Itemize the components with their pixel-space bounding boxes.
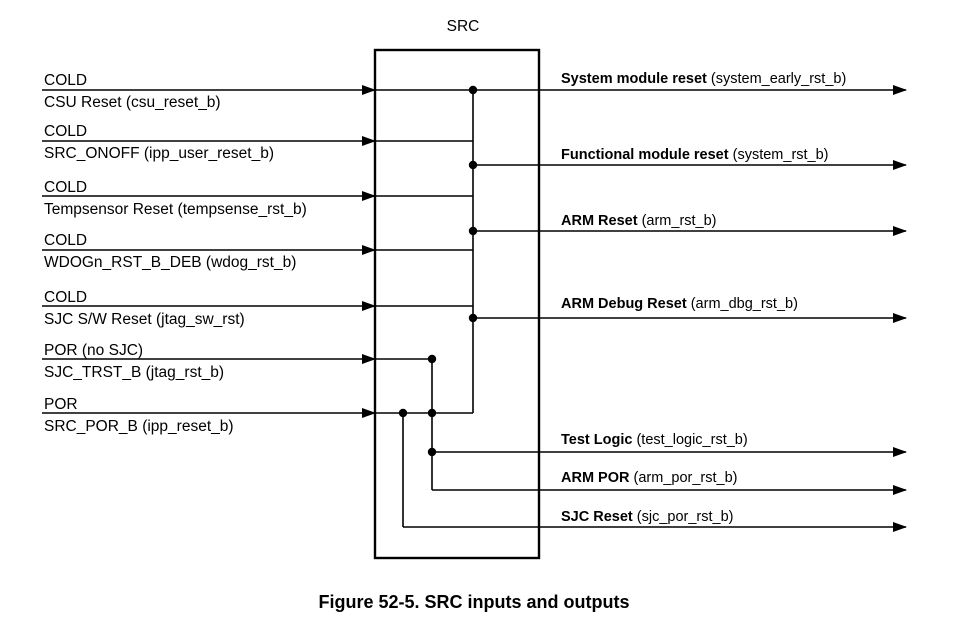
output-6-label: ARM POR bbox=[561, 470, 630, 486]
output-4-label: ARM Debug Reset bbox=[561, 296, 687, 312]
src-block-label: SRC bbox=[447, 18, 480, 35]
output-2-signal: (system_rst_b) bbox=[733, 147, 829, 163]
src-block bbox=[373, 48, 541, 560]
output-arrows bbox=[403, 85, 907, 532]
output-5-label: Test Logic bbox=[561, 432, 632, 448]
output-3-label: ARM Reset bbox=[561, 213, 638, 229]
input-labels: COLD CSU Reset (csu_reset_b) COLD SRC_ON… bbox=[44, 72, 307, 435]
input-1-name: CSU Reset (csu_reset_b) bbox=[44, 94, 221, 111]
output-1-signal: (system_early_rst_b) bbox=[711, 71, 846, 87]
output-4-text: ARM Debug Reset (arm_dbg_rst_b) bbox=[561, 296, 798, 312]
output-5-text: Test Logic (test_logic_rst_b) bbox=[561, 432, 748, 448]
input-5-name: SJC S/W Reset (jtag_sw_rst) bbox=[44, 311, 245, 328]
output-6-text: ARM POR (arm_por_rst_b) bbox=[561, 470, 737, 486]
output-6-signal: (arm_por_rst_b) bbox=[634, 470, 738, 486]
input-2-name: SRC_ONOFF (ipp_user_reset_b) bbox=[44, 145, 274, 162]
input-2-type: COLD bbox=[44, 123, 87, 140]
input-6-type: POR (no SJC) bbox=[44, 342, 143, 359]
output-2-text: Functional module reset (system_rst_b) bbox=[561, 147, 829, 163]
input-7-name: SRC_POR_B (ipp_reset_b) bbox=[44, 418, 234, 435]
input-5-type: COLD bbox=[44, 289, 87, 306]
output-2-label: Functional module reset bbox=[561, 147, 729, 163]
input-4-type: COLD bbox=[44, 232, 87, 249]
output-5-signal: (test_logic_rst_b) bbox=[636, 432, 747, 448]
output-3-signal: (arm_rst_b) bbox=[642, 213, 717, 229]
output-7-label: SJC Reset bbox=[561, 509, 633, 525]
output-1-label: System module reset bbox=[561, 71, 707, 87]
output-4-signal: (arm_dbg_rst_b) bbox=[691, 296, 798, 312]
output-3-text: ARM Reset (arm_rst_b) bbox=[561, 213, 717, 229]
input-6-name: SJC_TRST_B (jtag_rst_b) bbox=[44, 364, 224, 381]
output-labels: System module reset (system_early_rst_b)… bbox=[561, 71, 846, 525]
output-7-signal: (sjc_por_rst_b) bbox=[637, 509, 734, 525]
output-7-text: SJC Reset (sjc_por_rst_b) bbox=[561, 509, 733, 525]
output-1-text: System module reset (system_early_rst_b) bbox=[561, 71, 846, 87]
internal-wiring bbox=[375, 89, 474, 527]
input-arrows bbox=[42, 85, 376, 418]
input-3-type: COLD bbox=[44, 179, 87, 196]
input-7-type: POR bbox=[44, 396, 78, 413]
input-1-type: COLD bbox=[44, 72, 87, 89]
input-3-name: Tempsensor Reset (tempsense_rst_b) bbox=[44, 201, 307, 218]
input-4-name: WDOGn_RST_B_DEB (wdog_rst_b) bbox=[44, 254, 296, 271]
figure-caption: Figure 52-5. SRC inputs and outputs bbox=[318, 592, 629, 612]
